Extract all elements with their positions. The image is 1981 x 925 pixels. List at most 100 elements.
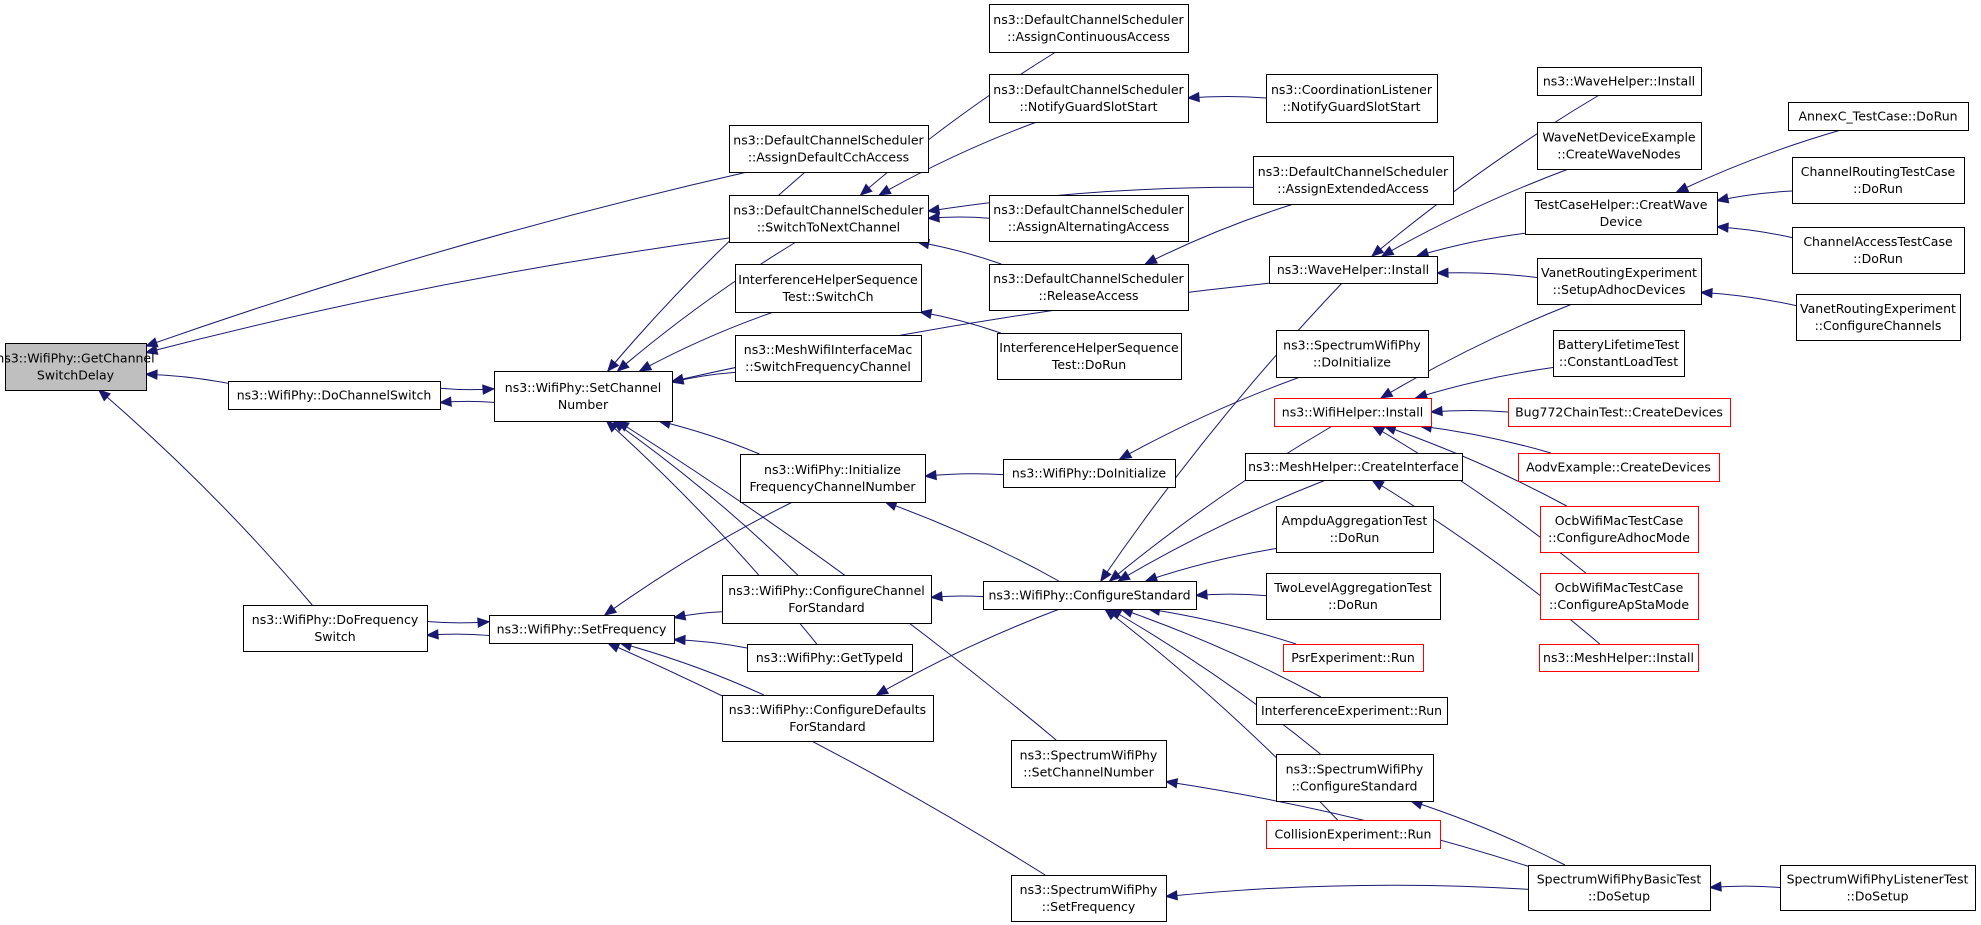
node-meshcreateinterface[interactable]: ns3::MeshHelper::CreateInterface bbox=[1245, 453, 1463, 481]
node-box bbox=[1788, 102, 1969, 131]
node-collisionexperiment[interactable]: CollisionExperiment::Run bbox=[1266, 820, 1441, 849]
edge-line bbox=[1145, 548, 1277, 582]
node-meshwifiswitchfreq[interactable]: ns3::MeshWifiInterfaceMac::SwitchFrequen… bbox=[735, 335, 922, 382]
node-label: ::AssignDefaultCchAccess bbox=[748, 150, 909, 165]
node-ampduaggregation[interactable]: AmpduAggregationTest::DoRun bbox=[1276, 506, 1434, 553]
node-label: ns3::DefaultChannelScheduler bbox=[993, 12, 1184, 27]
node-switchtonextchannel[interactable]: ns3::DefaultChannelScheduler::SwitchToNe… bbox=[729, 195, 929, 243]
node-configurestandard[interactable]: ns3::WifiPhy::ConfigureStandard bbox=[983, 581, 1197, 610]
node-box bbox=[735, 264, 922, 313]
node-box bbox=[1528, 865, 1711, 911]
edge-line bbox=[1109, 608, 1321, 755]
node-spectrumconfigurestandard[interactable]: ns3::SpectrumWifiPhy::ConfigureStandard bbox=[1276, 754, 1434, 802]
arrowhead-icon bbox=[144, 369, 158, 380]
node-ocbadhoc[interactable]: OcbWifiMacTestCase::ConfigureAdhocMode bbox=[1540, 506, 1699, 553]
node-ocbapsta[interactable]: OcbWifiMacTestCase::ConfigureApStaMode bbox=[1540, 573, 1699, 620]
call-edge bbox=[672, 634, 748, 649]
arrowhead-icon bbox=[1186, 91, 1200, 103]
node-gettypeid[interactable]: ns3::WifiPhy::GetTypeId bbox=[747, 644, 913, 672]
node-spectrumlistenerdosetup[interactable]: SpectrumWifiPhyListenerTest::DoSetup bbox=[1780, 865, 1976, 911]
node-label: ns3::WifiPhy::DoChannelSwitch bbox=[237, 388, 432, 403]
node-configurechannelforstandard[interactable]: ns3::WifiPhy::ConfigureChannelForStandar… bbox=[722, 575, 932, 624]
arrowhead-icon bbox=[1144, 254, 1158, 265]
call-edge bbox=[1435, 267, 1538, 278]
call-edge bbox=[878, 121, 1037, 196]
arrowhead-icon bbox=[638, 360, 653, 372]
node-setfrequency[interactable]: ns3::WifiPhy::SetFrequency bbox=[489, 615, 675, 644]
arrowhead-icon bbox=[923, 469, 937, 481]
node-initfreqchannelnumber[interactable]: ns3::WifiPhy::InitializeFrequencyChannel… bbox=[740, 454, 926, 503]
call-edge bbox=[657, 418, 760, 455]
edge-line bbox=[620, 642, 765, 696]
node-label: Bug772ChainTest::CreateDevices bbox=[1515, 405, 1723, 420]
node-dochannelswitch[interactable]: ns3::WifiPhy::DoChannelSwitch bbox=[228, 381, 441, 410]
node-box bbox=[729, 195, 929, 243]
call-edge bbox=[439, 384, 496, 395]
node-psrexperiment[interactable]: PsrExperiment::Run bbox=[1283, 644, 1424, 672]
node-meshhelperinstall[interactable]: ns3::MeshHelper::Install bbox=[1539, 644, 1699, 672]
node-assigncontinuousaccess[interactable]: ns3::DefaultChannelScheduler::AssignCont… bbox=[989, 4, 1189, 53]
node-spectrumdoinitialize[interactable]: ns3::SpectrumWifiPhy::DoInitialize bbox=[1276, 330, 1429, 378]
node-box bbox=[1537, 258, 1702, 305]
edge-line bbox=[1416, 232, 1526, 257]
edge-line bbox=[1109, 425, 1333, 582]
arrowhead-icon bbox=[1429, 405, 1443, 417]
node-releaseaccess[interactable]: ns3::DefaultChannelScheduler::ReleaseAcc… bbox=[989, 264, 1189, 311]
call-edge bbox=[1380, 168, 1569, 257]
node-label: ns3::WaveHelper::Install bbox=[1277, 262, 1429, 277]
call-edge bbox=[859, 51, 1057, 196]
call-edge bbox=[1100, 282, 1343, 583]
node-box bbox=[1266, 74, 1438, 123]
edge-line bbox=[927, 186, 1254, 212]
node-vanetconfigure[interactable]: VanetRoutingExperiment::ConfigureChannel… bbox=[1796, 294, 1961, 341]
arrowhead-icon bbox=[1379, 387, 1394, 399]
node-coordinationlistener[interactable]: ns3::CoordinationListener::NotifyGuardSl… bbox=[1266, 74, 1438, 123]
node-spectrumsetchannelnumber[interactable]: ns3::SpectrumWifiPhy::SetChannelNumber bbox=[1011, 740, 1167, 788]
node-aodvexample[interactable]: AodvExample::CreateDevices bbox=[1518, 453, 1720, 482]
arrowhead-icon bbox=[425, 629, 439, 640]
edge-line bbox=[604, 501, 793, 616]
call-edge bbox=[672, 610, 723, 621]
node-twolevelaggregation[interactable]: TwoLevelAggregationTest::DoRun bbox=[1266, 573, 1441, 620]
node-spectrumbasicdosetup[interactable]: SpectrumWifiPhyBasicTest::DoSetup bbox=[1528, 865, 1711, 911]
node-wavenetdevicecreatewavenodes[interactable]: WaveNetDeviceExample::CreateWaveNodes bbox=[1537, 122, 1702, 170]
node-assignalternatingaccess[interactable]: ns3::DefaultChannelScheduler::AssignAlte… bbox=[989, 195, 1189, 242]
edge-line bbox=[1436, 272, 1538, 278]
node-wifihelperinstall[interactable]: ns3::WifiHelper::Install bbox=[1274, 398, 1432, 427]
node-channelrouting[interactable]: ChannelRoutingTestCase::DoRun bbox=[1792, 157, 1965, 204]
edge-line bbox=[145, 171, 748, 347]
node-notifyguardslotstart[interactable]: ns3::DefaultChannelScheduler::NotifyGuar… bbox=[989, 74, 1189, 123]
node-box bbox=[1276, 506, 1434, 553]
edge-line bbox=[1148, 608, 1297, 645]
edge-line bbox=[1384, 425, 1567, 507]
node-vanetsetupadhoc[interactable]: VanetRoutingExperiment::SetupAdhocDevice… bbox=[1537, 258, 1702, 305]
node-interferenceexperiment[interactable]: InterferenceExperiment::Run bbox=[1256, 697, 1448, 725]
call-edge bbox=[1715, 222, 1793, 239]
node-setchannelnumber[interactable]: ns3::WifiPhy::SetChannelNumber bbox=[494, 371, 673, 422]
node-bug772[interactable]: Bug772ChainTest::CreateDevices bbox=[1508, 398, 1731, 427]
node-wavehelperinstalltop[interactable]: ns3::WaveHelper::Install bbox=[1537, 67, 1702, 96]
arrowhead-icon bbox=[1415, 247, 1430, 258]
node-assigndefaultcchaccess[interactable]: ns3::DefaultChannelScheduler::AssignDefa… bbox=[729, 125, 929, 173]
node-channelaccess[interactable]: ChannelAccessTestCase::DoRun bbox=[1792, 227, 1965, 274]
node-label: ::ConstantLoadTest bbox=[1559, 354, 1678, 369]
call-edge bbox=[883, 500, 1059, 582]
node-annexc[interactable]: AnnexC_TestCase::DoRun bbox=[1788, 102, 1969, 131]
node-batterylifetime[interactable]: BatteryLifetimeTest::ConstantLoadTest bbox=[1553, 330, 1685, 377]
arrowhead-icon bbox=[1371, 425, 1386, 437]
node-label: InterferenceHelperSequence bbox=[999, 340, 1179, 355]
node-configuredefaultsforstandard[interactable]: ns3::WifiPhy::ConfigureDefaultsForStanda… bbox=[722, 695, 934, 742]
edge-line bbox=[98, 389, 313, 606]
node-spectrumsetfrequency[interactable]: ns3::SpectrumWifiPhy::SetFrequency bbox=[1011, 875, 1167, 922]
node-assignextendedaccess[interactable]: ns3::DefaultChannelScheduler::AssignExte… bbox=[1253, 156, 1454, 205]
node-label: ns3::MeshHelper::CreateInterface bbox=[1248, 459, 1459, 474]
node-wifiphydoinitialize[interactable]: ns3::WifiPhy::DoInitialize bbox=[1003, 459, 1176, 488]
node-label: AmpduAggregationTest bbox=[1282, 513, 1428, 528]
node-wavehelperinstallmid[interactable]: ns3::WaveHelper::Install bbox=[1269, 256, 1438, 284]
node-label: Switch bbox=[314, 629, 355, 644]
